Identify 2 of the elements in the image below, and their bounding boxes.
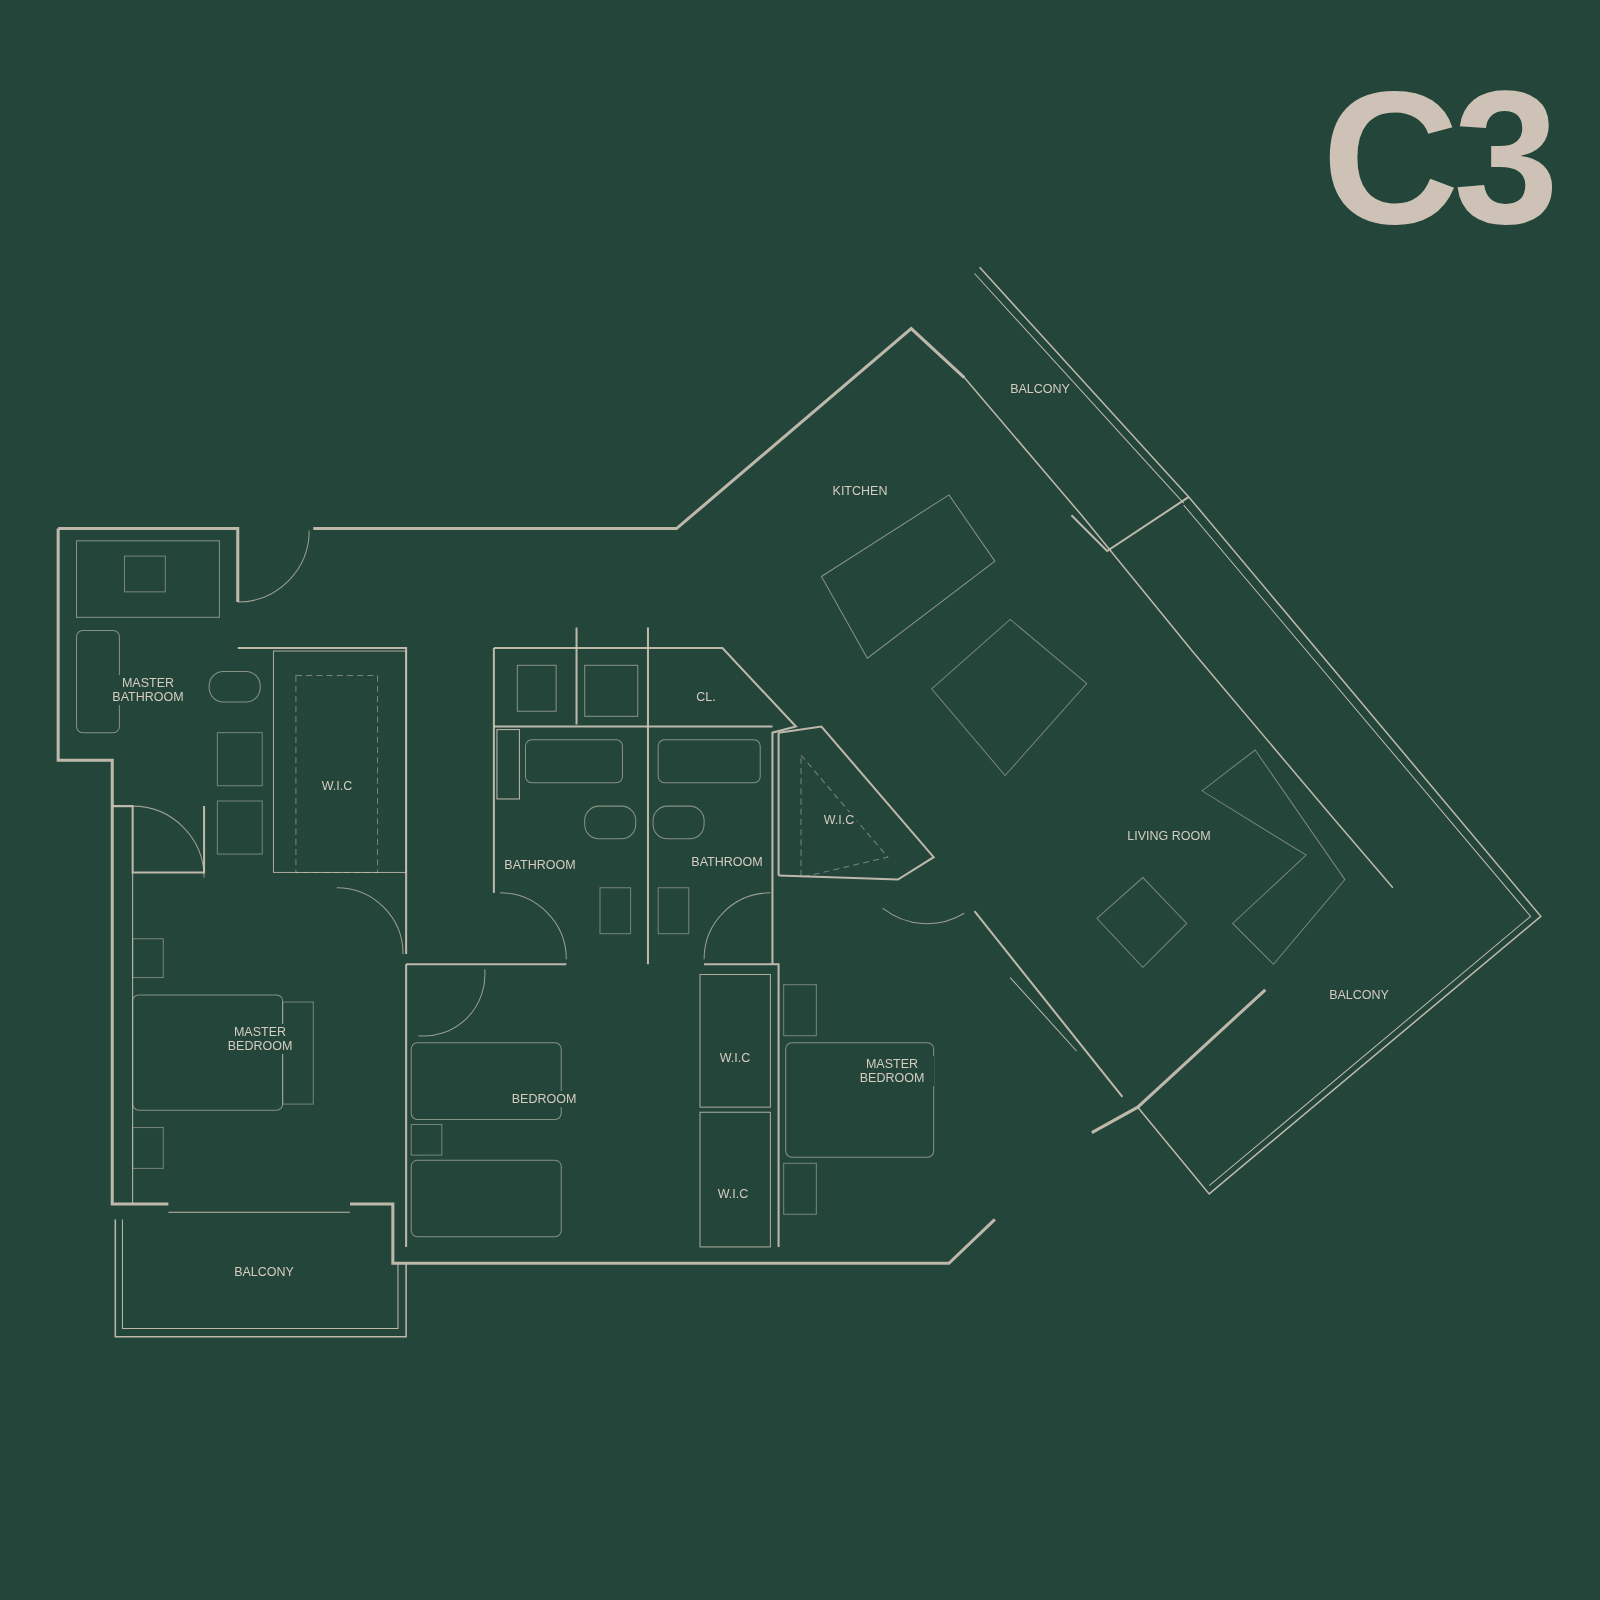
unit-title: C3 <box>1322 62 1553 252</box>
room-label: BEDROOM <box>509 1091 579 1107</box>
